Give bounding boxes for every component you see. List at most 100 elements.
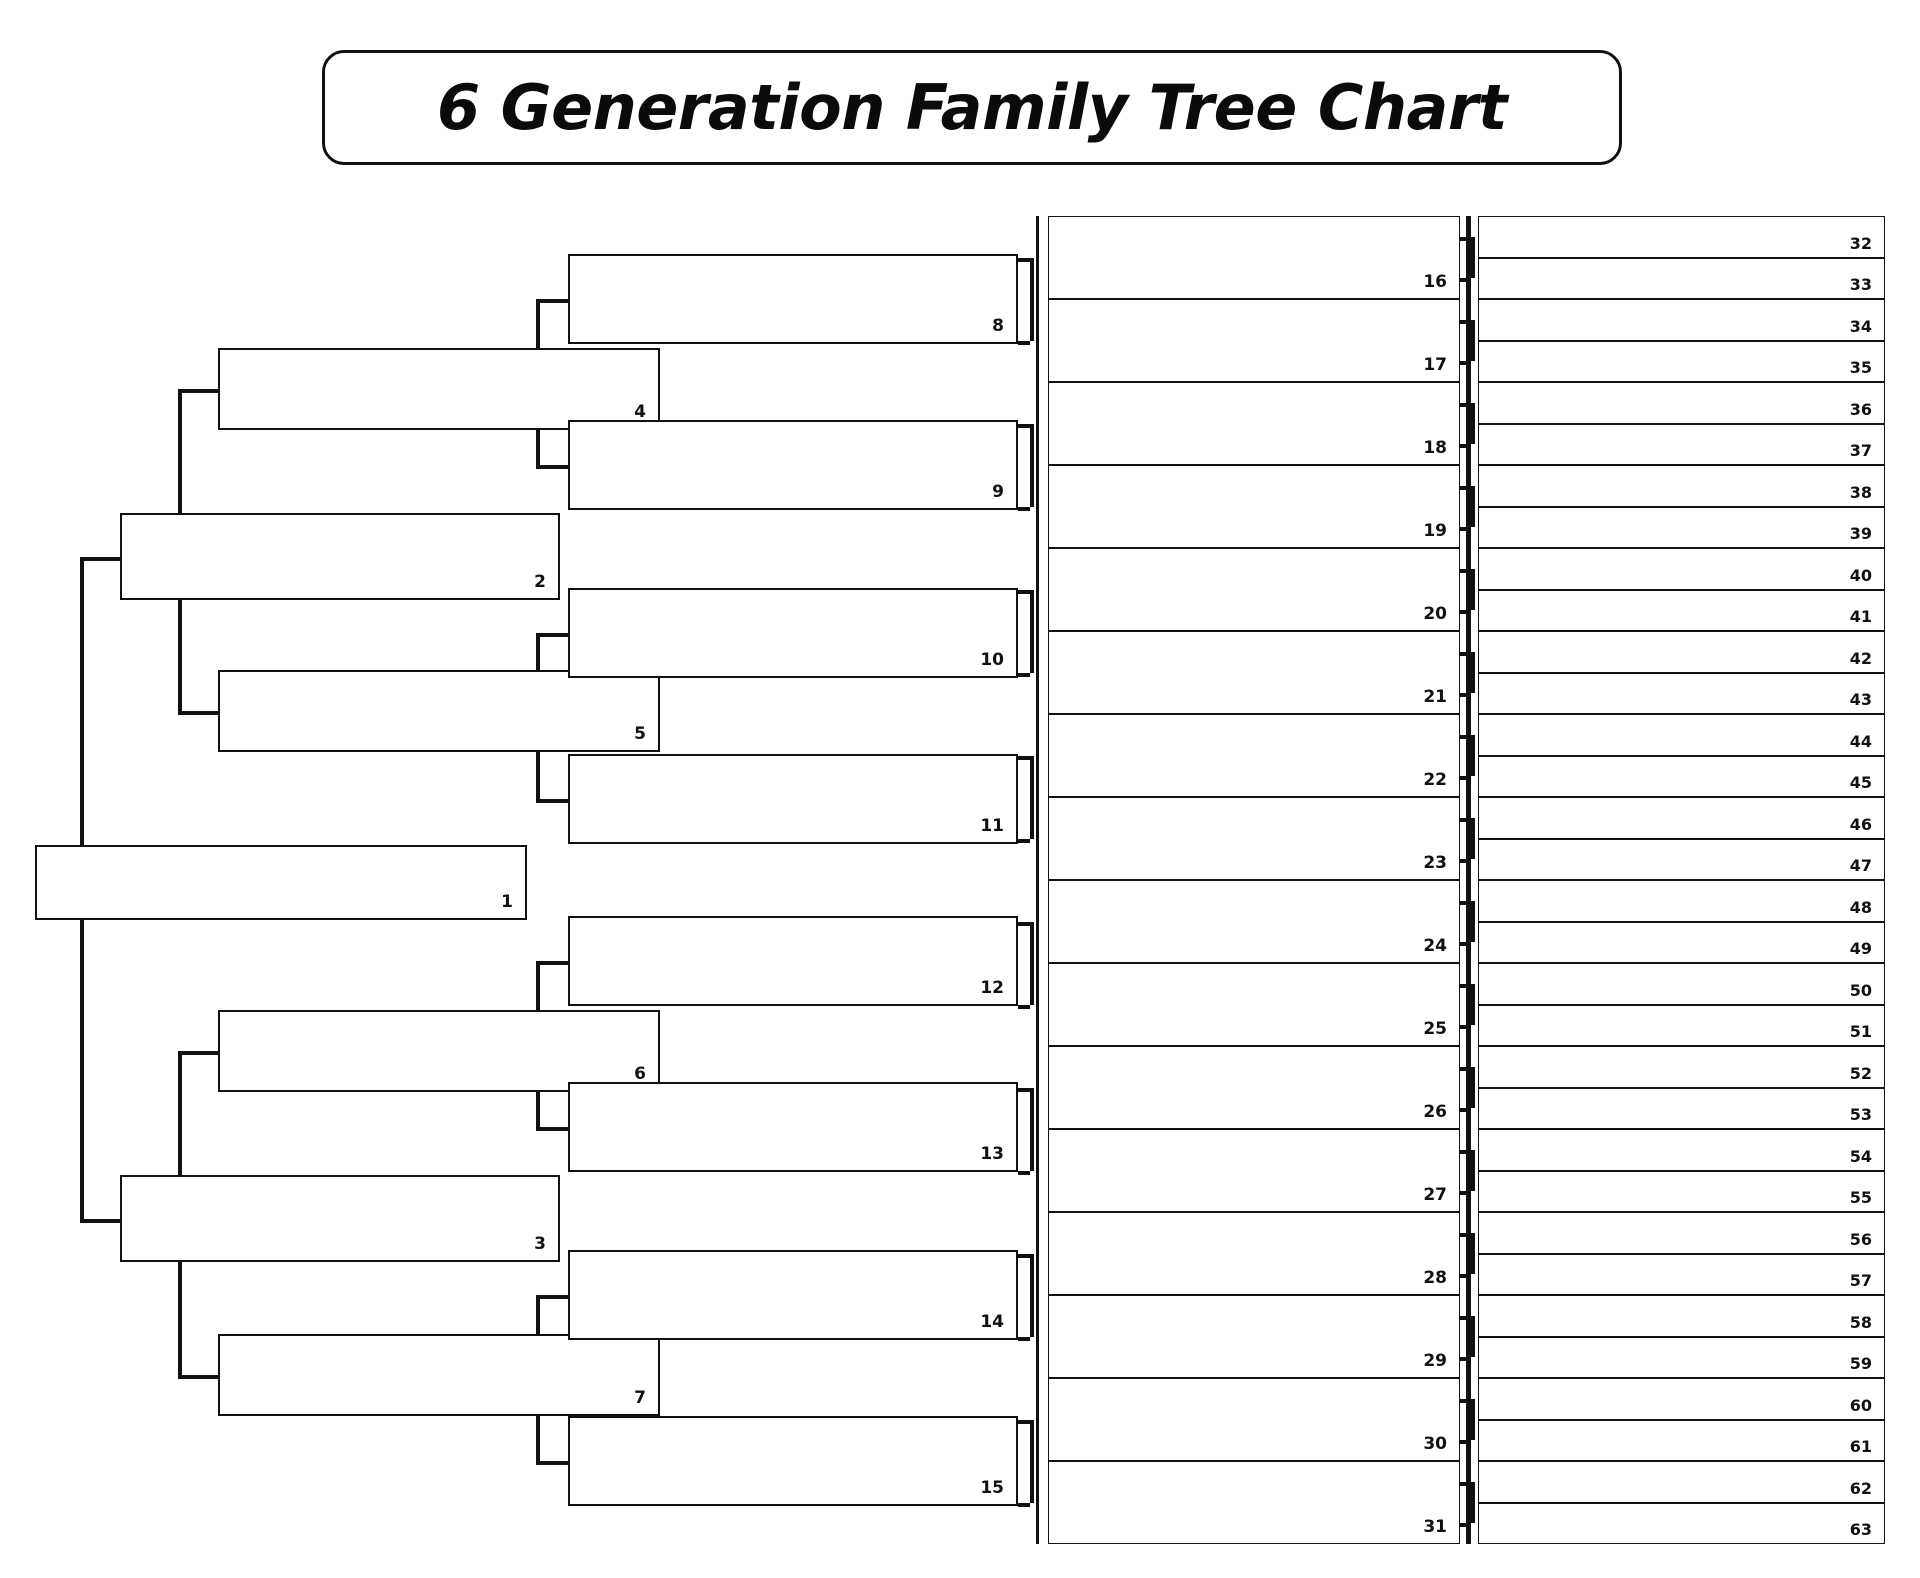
person-box-35[interactable]: 35 — [1478, 340, 1885, 382]
person-box-55[interactable]: 55 — [1478, 1170, 1885, 1212]
connector-horizontal — [1460, 900, 1471, 905]
person-box-40[interactable]: 40 — [1478, 548, 1885, 590]
person-box-23[interactable]: 23 — [1048, 797, 1460, 880]
person-box-12[interactable]: 12 — [568, 916, 1018, 1006]
person-box-number: 23 — [1423, 853, 1447, 873]
person-box-28[interactable]: 28 — [1048, 1212, 1460, 1295]
person-box-59[interactable]: 59 — [1478, 1336, 1885, 1378]
person-box-49[interactable]: 49 — [1478, 921, 1885, 963]
connector-horizontal — [1018, 1336, 1030, 1341]
person-box-57[interactable]: 57 — [1478, 1253, 1885, 1295]
person-box-24[interactable]: 24 — [1048, 880, 1460, 963]
connector-horizontal — [1460, 776, 1471, 781]
person-box-9[interactable]: 9 — [568, 420, 1018, 510]
person-box-22[interactable]: 22 — [1048, 714, 1460, 797]
person-box-56[interactable]: 56 — [1478, 1212, 1885, 1254]
person-box-number: 38 — [1849, 482, 1872, 502]
person-box-number: 48 — [1849, 897, 1872, 917]
person-box-14[interactable]: 14 — [568, 1250, 1018, 1340]
person-box-number: 55 — [1849, 1188, 1872, 1207]
person-box-25[interactable]: 25 — [1048, 963, 1460, 1046]
person-box-30[interactable]: 30 — [1048, 1378, 1460, 1461]
person-box-62[interactable]: 62 — [1478, 1461, 1885, 1503]
person-box-18[interactable]: 18 — [1048, 382, 1460, 465]
person-box-52[interactable]: 52 — [1478, 1046, 1885, 1088]
person-box-21[interactable]: 21 — [1048, 631, 1460, 714]
person-box-16[interactable]: 16 — [1048, 216, 1460, 299]
person-box-39[interactable]: 39 — [1478, 506, 1885, 548]
connector-horizontal — [1460, 983, 1471, 988]
person-box-41[interactable]: 41 — [1478, 589, 1885, 631]
person-box-5[interactable]: 5 — [218, 670, 660, 752]
person-box-17[interactable]: 17 — [1048, 299, 1460, 382]
person-box-29[interactable]: 29 — [1048, 1295, 1460, 1378]
connector-horizontal — [1018, 340, 1030, 345]
person-box-number: 39 — [1849, 524, 1872, 543]
person-box-2[interactable]: 2 — [120, 513, 560, 600]
connector-vertical — [1036, 216, 1039, 1544]
connector-horizontal — [1018, 755, 1030, 760]
person-box-33[interactable]: 33 — [1478, 257, 1885, 299]
person-box-51[interactable]: 51 — [1478, 1004, 1885, 1046]
person-box-number: 5 — [634, 724, 646, 744]
person-box-32[interactable]: 32 — [1478, 216, 1885, 258]
person-box-47[interactable]: 47 — [1478, 838, 1885, 880]
person-box-number: 9 — [992, 482, 1004, 502]
person-box-6[interactable]: 6 — [218, 1010, 660, 1092]
person-box-number: 14 — [980, 1312, 1004, 1332]
connector-horizontal — [1460, 693, 1471, 698]
person-box-number: 3 — [534, 1234, 546, 1254]
person-box-50[interactable]: 50 — [1478, 963, 1885, 1005]
person-box-53[interactable]: 53 — [1478, 1087, 1885, 1129]
person-box-number: 29 — [1423, 1351, 1447, 1371]
person-box-number: 40 — [1849, 565, 1872, 585]
connector-horizontal — [1460, 1191, 1471, 1196]
person-box-8[interactable]: 8 — [568, 254, 1018, 344]
person-box-15[interactable]: 15 — [568, 1416, 1018, 1506]
person-box-number: 15 — [980, 1478, 1004, 1498]
connector-horizontal — [1018, 506, 1030, 511]
person-box-13[interactable]: 13 — [568, 1082, 1018, 1172]
person-box-45[interactable]: 45 — [1478, 755, 1885, 797]
person-box-26[interactable]: 26 — [1048, 1046, 1460, 1129]
person-box-19[interactable]: 19 — [1048, 465, 1460, 548]
person-box-46[interactable]: 46 — [1478, 797, 1885, 839]
person-box-42[interactable]: 42 — [1478, 631, 1885, 673]
person-box-48[interactable]: 48 — [1478, 880, 1885, 922]
person-box-number: 51 — [1849, 1022, 1872, 1041]
person-box-60[interactable]: 60 — [1478, 1378, 1885, 1420]
person-box-54[interactable]: 54 — [1478, 1129, 1885, 1171]
connector-horizontal — [178, 711, 218, 715]
person-box-10[interactable]: 10 — [568, 588, 1018, 678]
connector-horizontal — [1460, 1481, 1471, 1486]
person-box-58[interactable]: 58 — [1478, 1295, 1885, 1337]
person-box-number: 26 — [1423, 1102, 1447, 1122]
person-box-36[interactable]: 36 — [1478, 382, 1885, 424]
person-box-38[interactable]: 38 — [1478, 465, 1885, 507]
connector-horizontal — [536, 1461, 568, 1465]
person-box-63[interactable]: 63 — [1478, 1502, 1885, 1544]
person-box-20[interactable]: 20 — [1048, 548, 1460, 631]
person-box-31[interactable]: 31 — [1048, 1461, 1460, 1544]
person-box-1[interactable]: 1 — [35, 845, 527, 920]
connector-horizontal — [1460, 1232, 1471, 1237]
connector-horizontal — [1460, 859, 1471, 864]
person-box-37[interactable]: 37 — [1478, 423, 1885, 465]
connector-vertical — [1471, 1481, 1475, 1524]
person-box-27[interactable]: 27 — [1048, 1129, 1460, 1212]
person-box-number: 61 — [1849, 1437, 1872, 1456]
person-box-11[interactable]: 11 — [568, 754, 1018, 844]
person-box-4[interactable]: 4 — [218, 348, 660, 430]
person-box-3[interactable]: 3 — [120, 1175, 560, 1262]
person-box-number: 13 — [980, 1144, 1004, 1164]
person-box-7[interactable]: 7 — [218, 1334, 660, 1416]
connector-horizontal — [1018, 1502, 1030, 1507]
person-box-43[interactable]: 43 — [1478, 672, 1885, 714]
connector-vertical — [1471, 651, 1475, 694]
person-box-number: 53 — [1849, 1105, 1872, 1124]
connector-horizontal — [80, 556, 120, 561]
connector-vertical — [1471, 319, 1475, 362]
person-box-61[interactable]: 61 — [1478, 1419, 1885, 1461]
person-box-44[interactable]: 44 — [1478, 714, 1885, 756]
person-box-34[interactable]: 34 — [1478, 299, 1885, 341]
